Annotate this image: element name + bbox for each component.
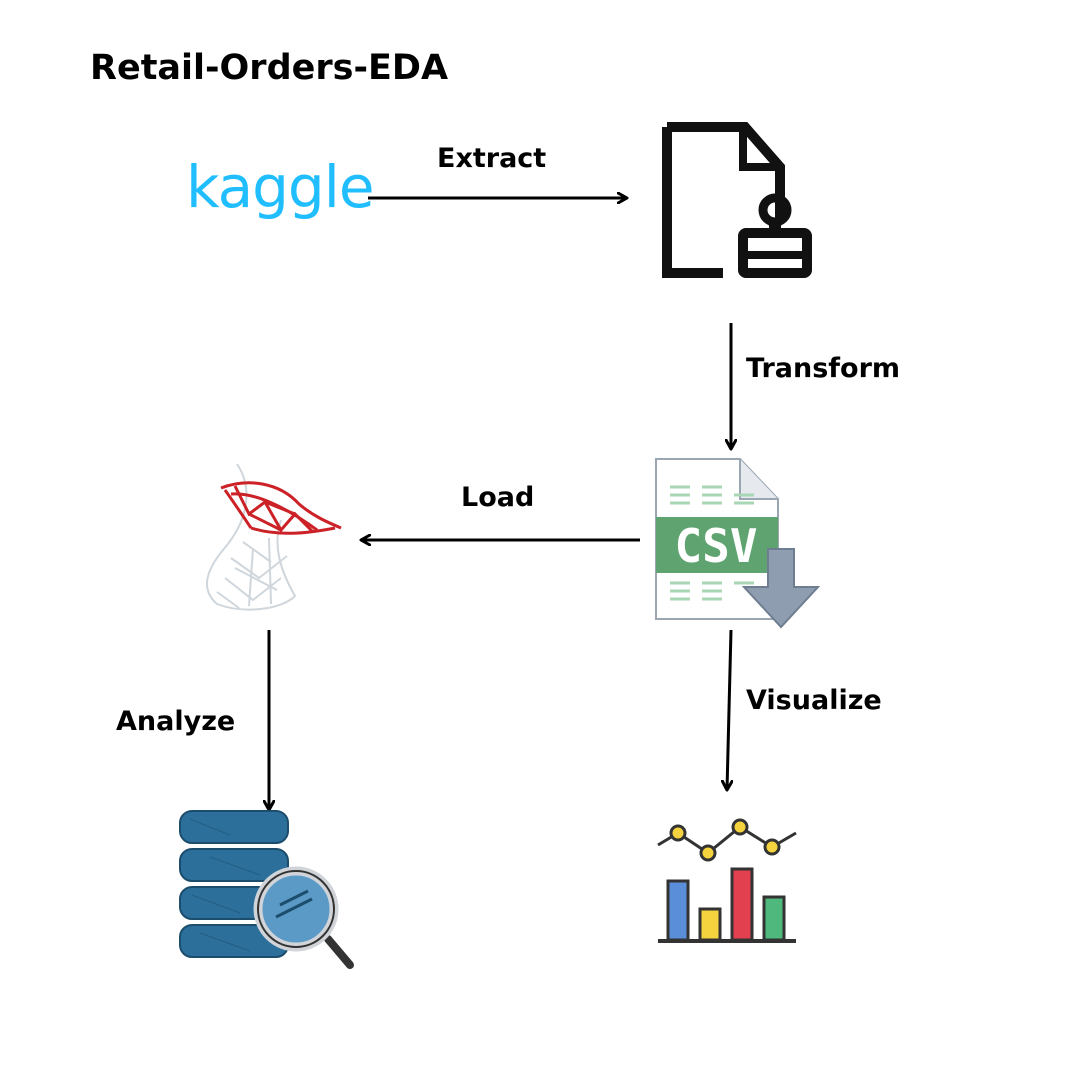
edge-label-transform: Transform: [746, 353, 901, 384]
bar-line-chart-icon: [657, 818, 797, 943]
file-stamp-icon: [662, 122, 812, 278]
arrow-visualize: [727, 629, 731, 790]
database-search-icon: [179, 810, 354, 969]
edge-label-visualize: Visualize: [746, 685, 882, 716]
kaggle-logo: kaggle: [186, 153, 375, 221]
edge-label-analyze: Analyze: [116, 706, 236, 737]
edge-label-extract: Extract: [437, 143, 547, 174]
csv-file-download-icon: CSV: [655, 458, 821, 629]
sql-server-icon: [205, 463, 342, 611]
diagram-title: Retail-Orders-EDA: [90, 48, 449, 88]
edge-label-load: Load: [461, 482, 535, 513]
csv-badge-text: CSV: [674, 519, 757, 573]
